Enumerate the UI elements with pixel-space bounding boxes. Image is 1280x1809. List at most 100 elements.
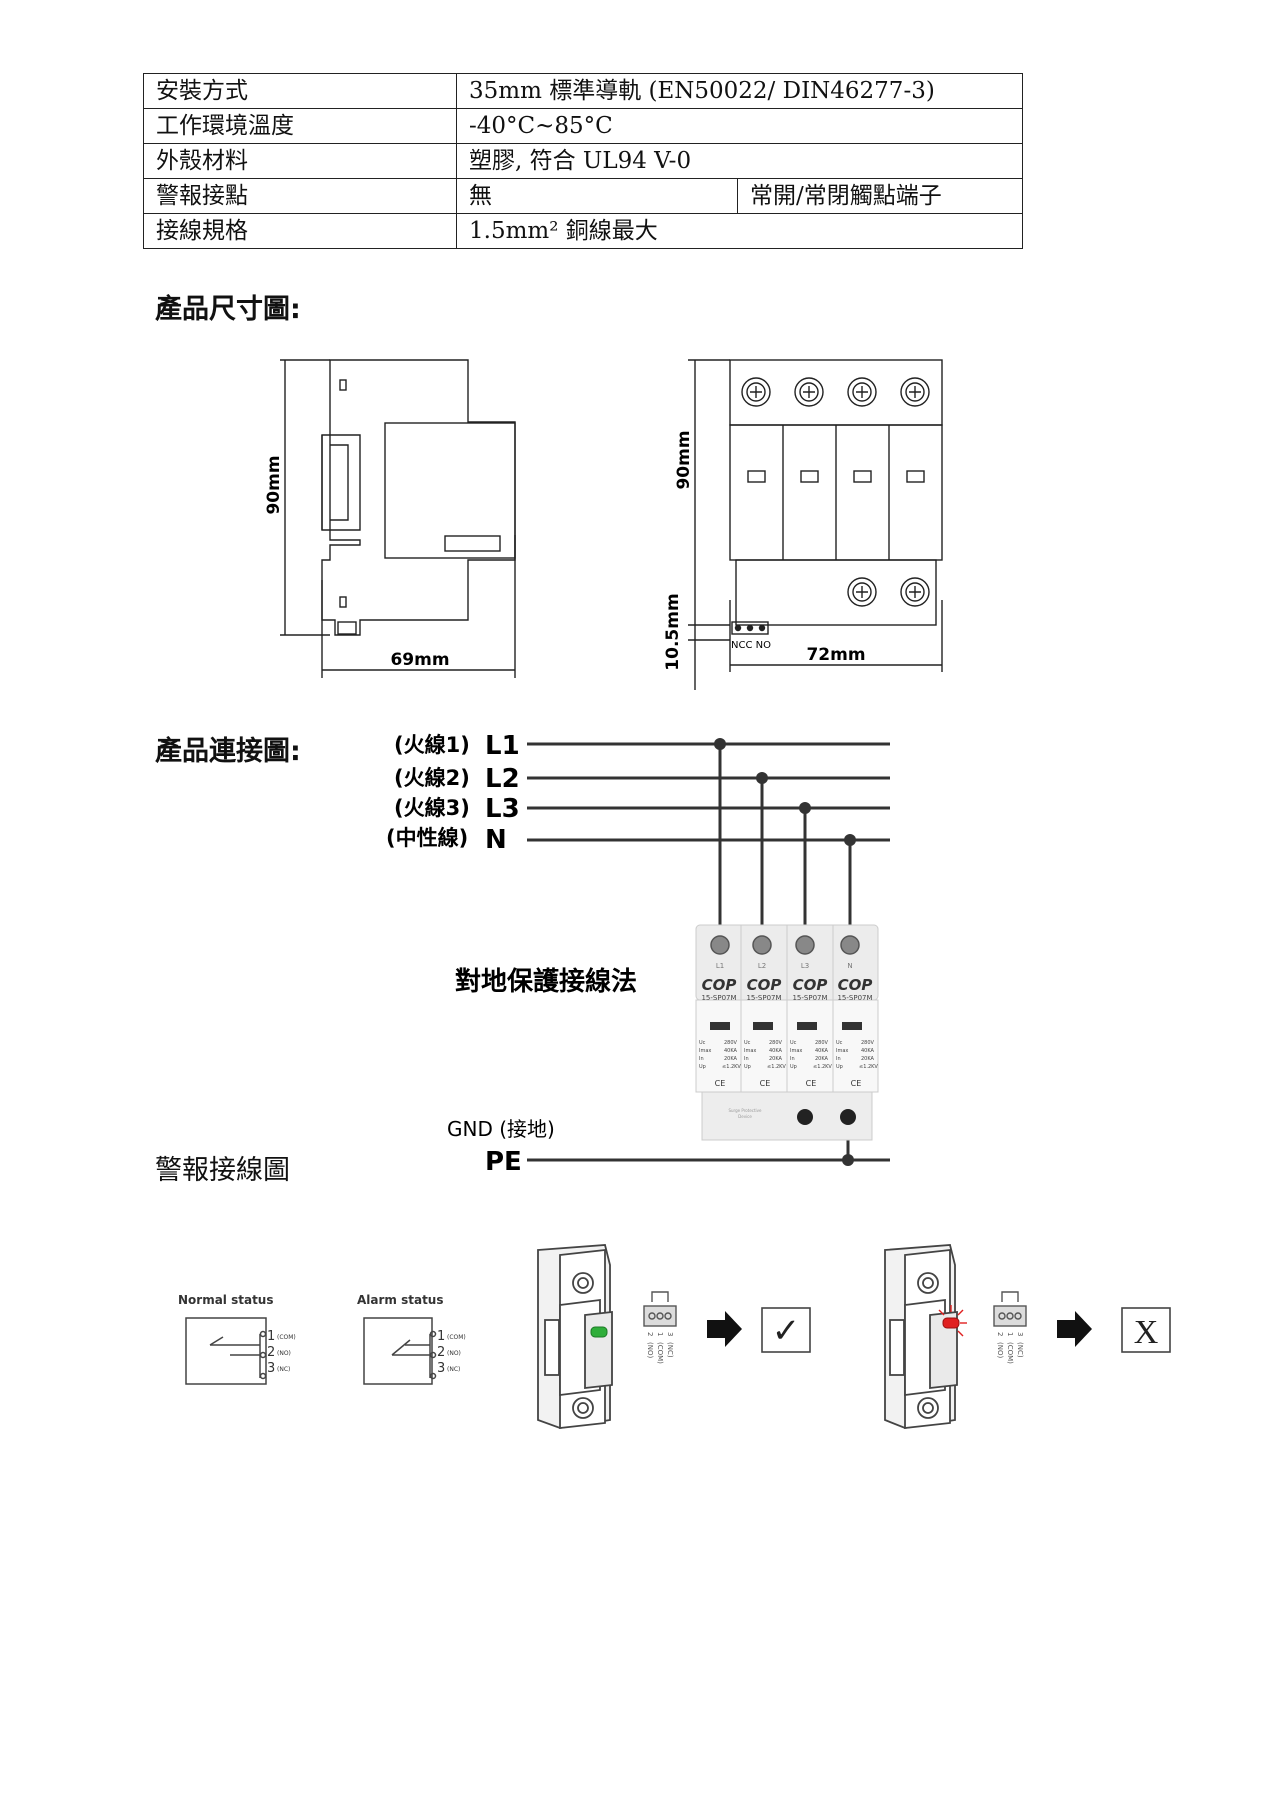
ce-mark: CE (851, 1079, 862, 1088)
pin-number: 3 (666, 1332, 674, 1336)
rating-value: 20KA (815, 1056, 829, 1062)
pin-tag: (COM) (1006, 1342, 1014, 1364)
base-text: Surge Protective (728, 1108, 762, 1113)
spec-value: 1.5mm² 銅線最大 (456, 213, 1023, 249)
pin-tag: (COM) (277, 1334, 296, 1341)
pin-number: 2 (646, 1332, 654, 1336)
ce-mark: CE (806, 1079, 817, 1088)
pin-tag: (NO) (646, 1342, 654, 1358)
rating-name: Imax (744, 1048, 756, 1054)
rating-value: ≤1.2KV (722, 1064, 741, 1070)
spec-label: 工作環境溫度 (143, 108, 457, 144)
rating-value: 20KA (769, 1056, 783, 1062)
rating-name: Up (744, 1064, 751, 1070)
model-label: 15-SP07M (746, 994, 781, 1002)
terminal-label: N (847, 962, 852, 970)
rating-name: Uc (836, 1040, 843, 1046)
rating-name: Imax (699, 1048, 711, 1054)
model-label: 15-SP07M (837, 994, 872, 1002)
terminal-labels: NCC NO (731, 640, 771, 651)
alarm-heading: 警報接線圖 (155, 1155, 290, 1186)
arrow-right-icon (707, 1311, 742, 1347)
gnd-label: GND (接地) (447, 1117, 555, 1141)
rating-value: 40KA (861, 1048, 875, 1054)
pin-number: 3 (437, 1361, 445, 1376)
line-prefix-l3: (火線3) (394, 796, 470, 820)
pin-tag: (NC) (277, 1366, 290, 1373)
red-indicator-icon (942, 1317, 960, 1329)
ok-box (761, 1307, 811, 1353)
spec-label: 安裝方式 (143, 73, 457, 109)
base-text: Device (738, 1114, 752, 1119)
rating-name: Uc (699, 1040, 706, 1046)
rating-name: In (836, 1056, 841, 1062)
vertical-pin-labels-alarm: 2 (NO) 1 (COM) 3 (NC) (996, 1332, 1024, 1364)
terminal-block-normal (643, 1291, 677, 1327)
rating-value: 280V (815, 1040, 829, 1046)
pin-tag: (NO) (996, 1342, 1004, 1358)
rating-name: Uc (744, 1040, 751, 1046)
pin-number: 2 (437, 1345, 445, 1360)
rating-name: In (744, 1056, 749, 1062)
rating-value: ≤1.2KV (813, 1064, 832, 1070)
pin-number: 1 (656, 1332, 664, 1336)
pin-number: 2 (267, 1345, 275, 1360)
terminal-label: L3 (801, 962, 809, 970)
dimension-heading: 產品尺寸圖: (155, 294, 301, 325)
table-row: 安裝方式 35mm 標準導軌 (EN50022/ DIN46277-3) (143, 73, 1023, 109)
surge-protector-device (695, 924, 879, 1141)
pin-number: 1 (1006, 1332, 1014, 1336)
junction-dots (714, 738, 856, 1166)
spec-table: 安裝方式 35mm 標準導軌 (EN50022/ DIN46277-3) 工作環… (143, 73, 1023, 249)
terminal-height-label: 10.5mm (663, 593, 683, 670)
spec-label: 接線規格 (143, 213, 457, 249)
line-name-l2: L2 (485, 764, 520, 794)
connection-heading: 產品連接圖: (155, 736, 301, 767)
rating-value: 280V (769, 1040, 783, 1046)
alarm-status-label: Alarm status (357, 1293, 444, 1307)
cross-icon: X (1134, 1314, 1159, 1351)
spec-value: 塑膠, 符合 UL94 V-0 (456, 143, 1023, 179)
pin-tag: (NC) (1016, 1342, 1024, 1358)
side-width-label: 69mm (390, 650, 449, 670)
terminal-label: L1 (716, 962, 724, 970)
rating-value: 40KA (769, 1048, 783, 1054)
alarm-glow-icon (938, 1305, 967, 1337)
rating-value: 40KA (815, 1048, 829, 1054)
green-indicator-icon (590, 1326, 608, 1338)
pin-tag: (NC) (666, 1342, 674, 1358)
power-lines (527, 742, 890, 1162)
terminal-label: L2 (758, 962, 766, 970)
rating-value: ≤1.2KV (767, 1064, 786, 1070)
side-height-label: 90mm (264, 455, 284, 514)
ce-mark: CE (715, 1079, 726, 1088)
rating-value: 280V (724, 1040, 738, 1046)
brand-label: COP (838, 976, 873, 994)
line-prefix-l1: (火線1) (394, 733, 470, 757)
pin-number: 1 (267, 1329, 275, 1344)
model-label: 15-SP07M (792, 994, 827, 1002)
brand-label: COP (747, 976, 782, 994)
spec-value: 35mm 標準導軌 (EN50022/ DIN46277-3) (456, 73, 1023, 109)
front-view-drawing (688, 359, 943, 690)
vertical-pin-labels-normal: 2 (NO) 1 (COM) 3 (NC) (646, 1332, 674, 1364)
pin-tag: (NC) (447, 1366, 460, 1373)
pin-tag: (COM) (656, 1342, 664, 1364)
pin-number: 3 (1016, 1332, 1024, 1336)
pin-number: 3 (267, 1361, 275, 1376)
table-row: 接線規格 1.5mm² 銅線最大 (143, 213, 1023, 249)
normal-status-diagram: Normal status 1 (COM) 2 (NO) 3 (NC) (178, 1293, 296, 1385)
pin-tag: (NO) (447, 1350, 461, 1357)
rating-value: 20KA (861, 1056, 875, 1062)
line-name-n: N (485, 825, 507, 855)
line-name-l3: L3 (485, 794, 520, 824)
module-normal (537, 1244, 613, 1430)
rating-value: 40KA (724, 1048, 738, 1054)
terminal-block-alarm (993, 1291, 1027, 1327)
module-alarm (884, 1244, 958, 1430)
arrow-right-icon (1057, 1311, 1092, 1347)
rating-value: 20KA (724, 1056, 738, 1062)
rating-name: Imax (836, 1048, 848, 1054)
